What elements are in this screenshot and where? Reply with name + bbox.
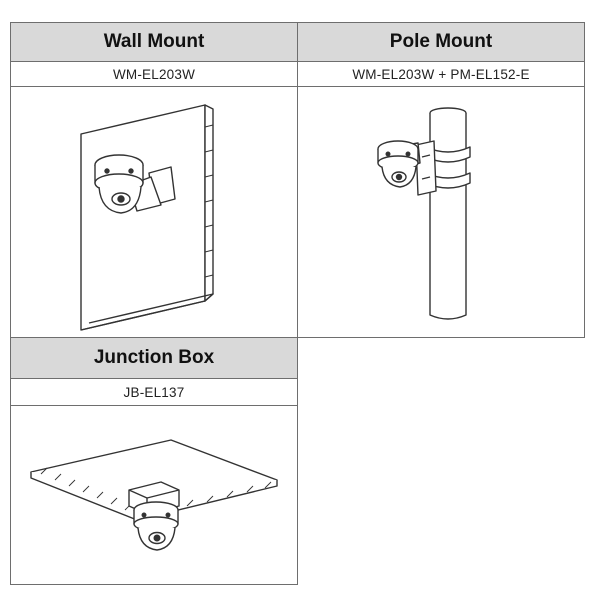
wall-mount-illustration bbox=[80, 104, 214, 331]
wall-mount-image-cell bbox=[10, 86, 298, 338]
junction-box-header: Junction Box bbox=[10, 337, 298, 379]
pole-mount-model-row: WM-EL203W + PM-EL152-E bbox=[297, 61, 585, 87]
wall-mount-model: WM-EL203W bbox=[112, 66, 196, 82]
junction-box-image-cell bbox=[10, 405, 298, 585]
pole-mount-image-cell bbox=[297, 86, 585, 338]
junction-box-model-row: JB-EL137 bbox=[10, 378, 298, 406]
pole-mount-title: Pole Mount bbox=[389, 31, 493, 52]
junction-box-illustration bbox=[30, 439, 278, 551]
pole-mount-illustration bbox=[377, 107, 471, 320]
junction-box-title: Junction Box bbox=[93, 347, 215, 368]
wall-mount-model-row: WM-EL203W bbox=[10, 61, 298, 87]
wall-mount-header: Wall Mount bbox=[10, 22, 298, 62]
pole-mount-model: WM-EL203W + PM-EL152-E bbox=[352, 66, 530, 82]
wall-mount-title: Wall Mount bbox=[103, 31, 205, 52]
junction-box-model: JB-EL137 bbox=[123, 384, 185, 400]
pole-mount-header: Pole Mount bbox=[297, 22, 585, 62]
